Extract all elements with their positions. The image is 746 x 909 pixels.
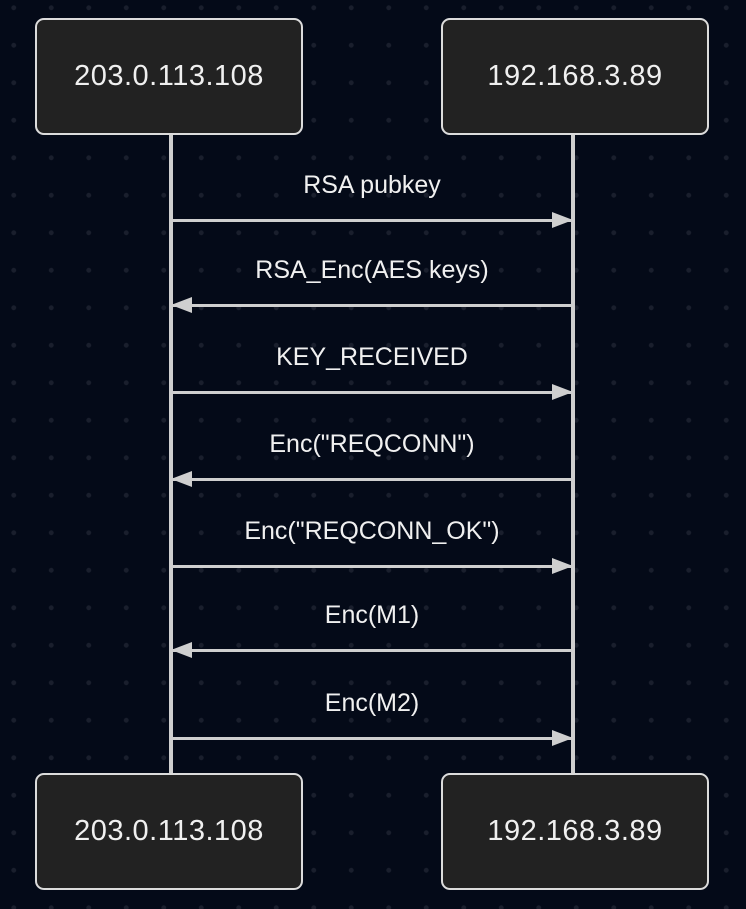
arrowhead-icon-4 bbox=[552, 558, 573, 574]
actor-label: 203.0.113.108 bbox=[74, 815, 264, 847]
actor-label: 192.168.3.89 bbox=[487, 815, 663, 847]
message-label-2: KEY_RECEIVED bbox=[276, 343, 468, 371]
actor-box-bottom-right: 192.168.3.89 bbox=[441, 773, 709, 890]
lifeline-right bbox=[571, 135, 575, 773]
arrowhead-icon-1 bbox=[171, 297, 192, 313]
message-label-1: RSA_Enc(AES keys) bbox=[255, 256, 489, 284]
message-arrow-line-6 bbox=[171, 737, 573, 740]
arrowhead-icon-2 bbox=[552, 384, 573, 400]
message-arrow-line-5 bbox=[171, 649, 573, 652]
actor-box-bottom-left: 203.0.113.108 bbox=[35, 773, 303, 890]
arrowhead-icon-0 bbox=[552, 212, 573, 228]
actor-box-top-right: 192.168.3.89 bbox=[441, 18, 709, 135]
message-arrow-line-1 bbox=[171, 304, 573, 307]
message-label-6: Enc(M2) bbox=[324, 689, 420, 717]
message-label-3: Enc("REQCONN") bbox=[269, 430, 475, 458]
actor-box-top-left: 203.0.113.108 bbox=[35, 18, 303, 135]
message-arrow-line-2 bbox=[171, 391, 573, 394]
arrowhead-icon-6 bbox=[552, 730, 573, 746]
message-arrow-line-4 bbox=[171, 565, 573, 568]
message-arrow-line-0 bbox=[171, 219, 573, 222]
arrowhead-icon-5 bbox=[171, 642, 192, 658]
message-label-0: RSA pubkey bbox=[303, 171, 441, 199]
lifeline-left bbox=[169, 135, 173, 773]
actor-label: 192.168.3.89 bbox=[487, 60, 663, 92]
actor-label: 203.0.113.108 bbox=[74, 60, 264, 92]
message-arrow-line-3 bbox=[171, 478, 573, 481]
message-label-4: Enc("REQCONN_OK") bbox=[244, 517, 500, 545]
arrowhead-icon-3 bbox=[171, 471, 192, 487]
message-label-5: Enc(M1) bbox=[324, 601, 420, 629]
